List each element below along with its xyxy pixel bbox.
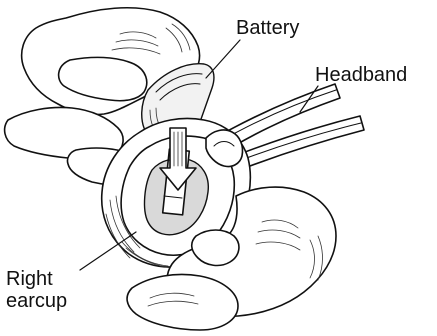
right-earcup-label: Right earcup: [6, 268, 76, 312]
battery-label: Battery: [236, 17, 299, 39]
headband-label: Headband: [315, 64, 407, 86]
